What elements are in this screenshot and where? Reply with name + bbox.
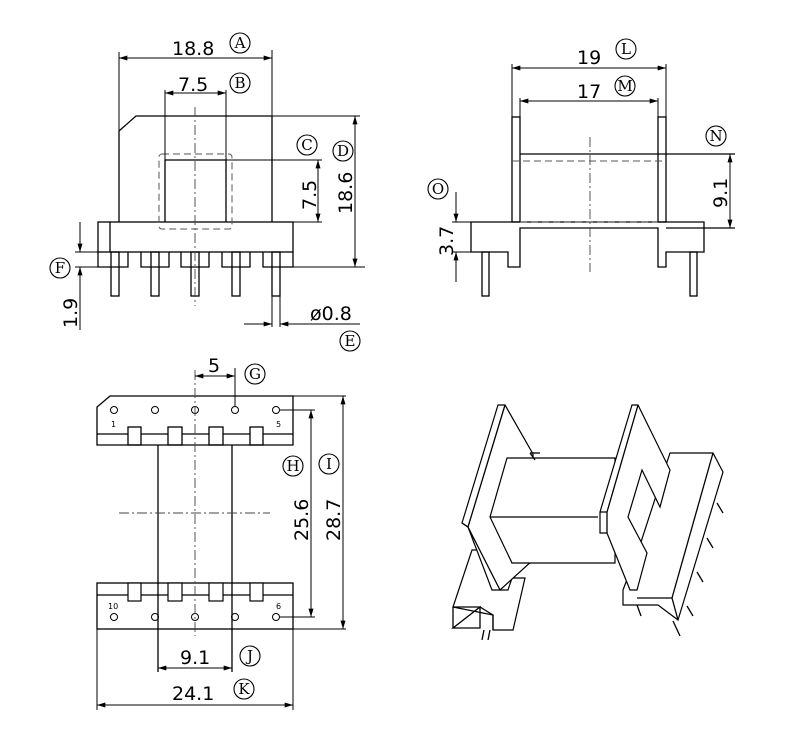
dim-n-value: 9.1 — [710, 178, 732, 208]
dim-h-label: H — [286, 457, 299, 475]
dim-g-label: G — [249, 365, 261, 383]
pins — [110, 251, 281, 297]
dim-i-value: 28.7 — [323, 499, 345, 541]
dim-m-label: M — [617, 77, 632, 95]
dim-f-label: F — [55, 259, 65, 277]
dim-l-value: 19 — [577, 47, 601, 69]
pin-number-1: 1 — [111, 420, 116, 429]
side-view: 19 L 17 M 9.1 N 3.7 O — [427, 38, 735, 297]
pin-number-5: 5 — [276, 420, 281, 429]
dim-c-label: C — [301, 136, 312, 154]
dim-f-value: 1.9 — [60, 298, 82, 328]
dim-b-label: B — [234, 74, 245, 92]
dim-l-label: L — [621, 40, 631, 58]
isometric-view — [451, 404, 724, 641]
dim-j-label: J — [245, 647, 253, 665]
dim-o-label: O — [432, 180, 444, 198]
dim-j-value: 9.1 — [180, 647, 210, 669]
dim-e-value: ø0.8 — [310, 303, 352, 325]
dim-a-label: A — [234, 34, 246, 52]
dim-o-value: 3.7 — [436, 226, 458, 256]
pin-number-6: 6 — [276, 602, 281, 611]
dim-c-value: 7.5 — [299, 180, 321, 210]
dim-k-value: 24.1 — [172, 683, 214, 705]
dim-h-value: 25.6 — [291, 499, 313, 541]
dim-k-label: K — [238, 680, 250, 698]
dim-g-value: 5 — [208, 355, 220, 377]
right-pins — [636, 502, 724, 637]
pin-number-10: 10 — [108, 602, 118, 611]
dim-e-label: E — [345, 332, 356, 350]
dim-d-value: 18.6 — [335, 172, 357, 214]
front-view: 18.8 A 7.5 B 7.5 C 18.6 D ø0.8 E 1.9 F — [49, 32, 365, 352]
dim-b-value: 7.5 — [178, 74, 208, 96]
dim-m-value: 17 — [577, 81, 601, 103]
dim-d-label: D — [337, 142, 349, 160]
dim-a-value: 18.8 — [172, 38, 214, 60]
dim-n-label: N — [709, 127, 722, 145]
bottom-view: 1 5 10 6 5 G 25.6 H — [96, 355, 346, 710]
dim-i-label: I — [326, 455, 332, 473]
pin-holes-bottom — [110, 613, 280, 621]
